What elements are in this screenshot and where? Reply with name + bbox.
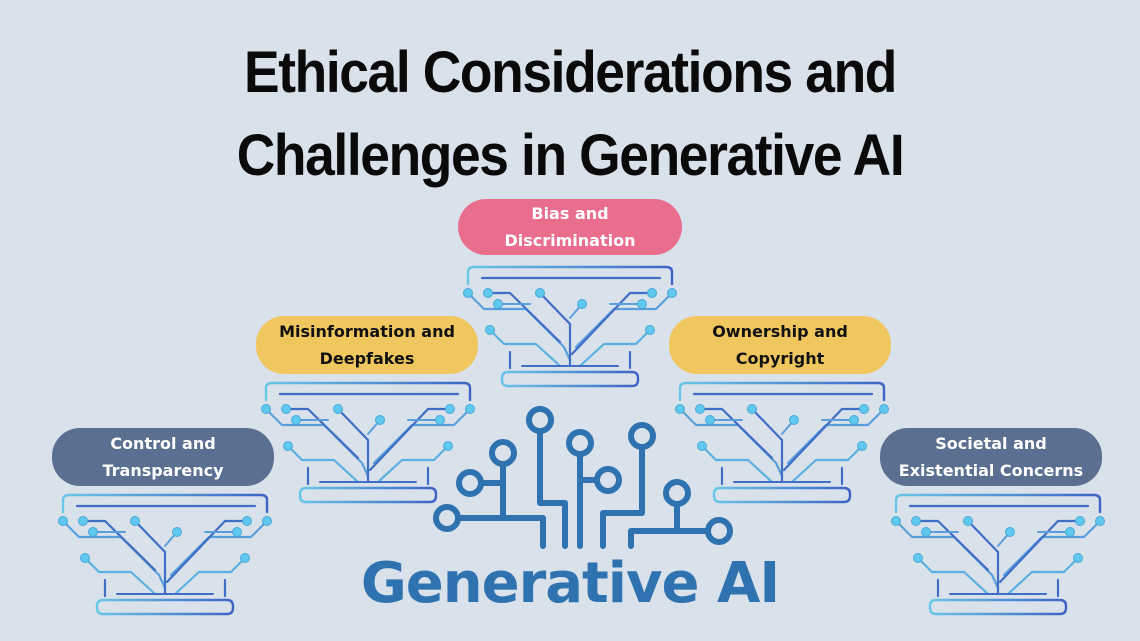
topic-label-line-1: Misinformation and [279,322,455,341]
topic-label-line-1: Control and [110,434,216,453]
generative-ai-label: Generative AI [360,551,780,616]
topic-label-line-1: Bias and [531,204,609,223]
topic-control-transparency: Control and Transparency [52,428,274,486]
topic-label-line-2: Discrimination [504,231,636,250]
circuit-tree-icon [462,265,678,388]
topic-bias-discrimination: Bias and Discrimination [458,199,682,255]
page-title-line-1: Ethical Considerations and [244,40,897,105]
topic-label-line-2: Copyright [735,349,825,368]
circuit-icon [433,406,733,549]
topic-ownership-copyright: Ownership and Copyright [669,316,891,374]
page-title-line-2: Challenges in Generative AI [236,123,905,188]
topic-societal-existential: Societal and Existential Concerns [880,428,1102,486]
topic-label-line-2: Existential Concerns [898,461,1084,480]
topic-label-line-2: Deepfakes [319,349,415,368]
topic-label-line-1: Societal and [935,434,1047,453]
topic-label-line-2: Transparency [102,461,224,480]
topic-label-line-1: Ownership and [712,322,848,341]
topic-misinformation-deepfakes: Misinformation and Deepfakes [256,316,478,374]
